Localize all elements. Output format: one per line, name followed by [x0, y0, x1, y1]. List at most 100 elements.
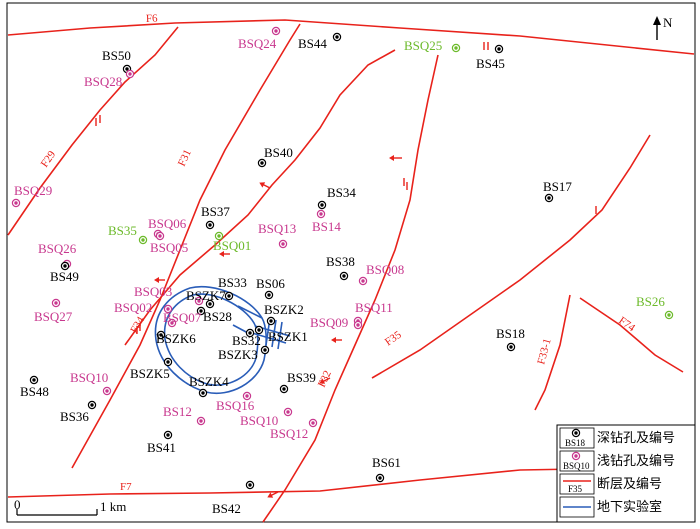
fault-line-f31 [71, 23, 301, 469]
borehole-label-bs14: BS14 [312, 219, 341, 234]
borehole-label-bsq09: BSQ09 [310, 315, 348, 330]
borehole-label-bsq26: BSQ26 [38, 241, 77, 256]
borehole-bs18: BS18 [496, 326, 525, 352]
borehole-bs35: BS35 [108, 223, 148, 245]
legend-deep-symbol-dot [574, 431, 578, 435]
fault-line-f35 [371, 134, 651, 379]
borehole-symbol-dot [311, 421, 315, 425]
borehole-label-bsq02: BSQ02 [114, 300, 152, 315]
borehole-bs37: BS37 [201, 204, 230, 230]
map-frame [6, 2, 696, 523]
fault-label-f31: F31 [176, 148, 194, 169]
borehole-symbol-dot [105, 389, 109, 393]
borehole-bs49: BS49 [50, 261, 79, 284]
borehole-symbol-dot [14, 201, 18, 205]
borehole-symbol-dot [497, 47, 501, 51]
borehole-label-bs28: BS28 [203, 309, 232, 324]
borehole-symbol-dot [378, 476, 382, 480]
legend: BS18 深钻孔及编号 BSQ10 浅钻孔及编号 F35 断层及编号 地下实验室 [556, 424, 696, 523]
borehole-label-bs45: BS45 [476, 56, 505, 71]
borehole-bs40: BS40 [257, 145, 293, 168]
fault-line-f34 [124, 49, 396, 346]
borehole-label-bsq28: BSQ28 [84, 74, 122, 89]
borehole-symbol-dot [286, 410, 290, 414]
borehole-symbol-dot [63, 264, 67, 268]
borehole-label-bsq12: BSQ12 [270, 426, 308, 441]
borehole-label-bs35: BS35 [108, 223, 137, 238]
lab-tunnel-a [232, 324, 249, 334]
legend-lab-swatch [559, 496, 595, 518]
borehole-symbol-dot [335, 35, 339, 39]
fault-label-f7: F7 [120, 481, 132, 493]
fault-line-f74 [579, 297, 684, 373]
borehole-bszk3: BSZK3 [218, 345, 270, 362]
legend-fault-label: 断层及编号 [597, 476, 662, 491]
fault-label-f35: F35 [383, 329, 404, 349]
borehole-bsq08: BSQ08 [358, 262, 404, 286]
borehole-bs26: BS26 [636, 294, 674, 320]
borehole-symbol-dot [319, 212, 323, 216]
north-arrow-head [653, 16, 661, 25]
fault-slip-arrow-head [259, 182, 266, 188]
borehole-symbol-dot [158, 234, 162, 238]
borehole-bszk1: BSZK1 [254, 325, 308, 344]
borehole-symbol-dot [257, 328, 261, 332]
borehole-label-bszk5: BSZK5 [130, 366, 170, 381]
borehole-bsq27: BSQ27 [34, 298, 73, 324]
borehole-label-bs26: BS26 [636, 294, 665, 309]
borehole-symbol-dot [263, 348, 267, 352]
borehole-label-bs42: BS42 [212, 501, 241, 516]
borehole-symbol-dot [245, 394, 249, 398]
fault-slip-arrow [331, 337, 342, 343]
fault-slip-arrow-head [331, 337, 336, 343]
legend-shallow-swatch [559, 450, 595, 472]
lab-loop-inner [163, 293, 259, 386]
borehole-bs48: BS48 [20, 375, 49, 399]
borehole-bsq25: BSQ25 [404, 38, 461, 53]
borehole-bs44: BS44 [298, 32, 342, 51]
borehole-symbol-dot [199, 419, 203, 423]
borehole-symbol-dot [201, 391, 205, 395]
borehole-symbol-dot [274, 29, 278, 33]
borehole-label-bs39: BS39 [287, 370, 316, 385]
legend-deep-swatch [559, 427, 595, 449]
borehole-bsq28: BSQ28 [84, 69, 135, 89]
borehole-label-bs48: BS48 [20, 384, 49, 399]
fault-label-f32: F32 [316, 369, 334, 390]
borehole-symbol-dot [547, 196, 551, 200]
borehole-label-bs61: BS61 [372, 455, 401, 470]
borehole-bs12: BS12 [163, 404, 206, 426]
borehole-bs06: BS06 [256, 276, 285, 300]
scale-bar-end: 1 km [100, 499, 126, 514]
fault-label-f33-1: F33-1 [535, 337, 553, 365]
fault-line-f33-1 [534, 294, 571, 411]
borehole-symbol-dot [281, 242, 285, 246]
borehole-symbol-dot [128, 72, 132, 76]
legend-box [556, 424, 696, 523]
borehole-label-bsq10b: BSQ10 [240, 413, 278, 428]
borehole-label-bsq13: BSQ13 [258, 221, 296, 236]
borehole-bszk2: BSZK2 [264, 302, 304, 326]
borehole-symbol-dot [267, 293, 271, 297]
borehole-symbol-dot [227, 294, 231, 298]
borehole-symbol-dot [32, 378, 36, 382]
lab-loop-outer [154, 286, 267, 395]
borehole-label-bs32: BS32 [232, 333, 261, 348]
borehole-bsq07: BSQ07 [163, 310, 202, 328]
borehole-symbol-dot [166, 433, 170, 437]
borehole-symbol-dot [260, 161, 264, 165]
fault-dip-ticks [95, 42, 597, 334]
lab-ramp [237, 305, 263, 319]
legend-shallow-symbol-dot [574, 454, 578, 458]
legend-deep-label: 深钻孔及编号 [597, 430, 675, 445]
borehole-label-bs33: BS33 [218, 275, 247, 290]
borehole-label-bs34: BS34 [327, 185, 356, 200]
borehole-label-bsq06: BSQ06 [148, 216, 187, 231]
legend-fault-sample: F35 [568, 484, 583, 494]
borehole-symbol-dot [159, 333, 163, 337]
borehole-bsq03: BSQ03 [134, 284, 204, 306]
borehole-bszk6: BSZK6 [156, 330, 196, 346]
borehole-label-bszk4: BSZK4 [189, 374, 229, 389]
borehole-label-bs17: BS17 [543, 179, 572, 194]
